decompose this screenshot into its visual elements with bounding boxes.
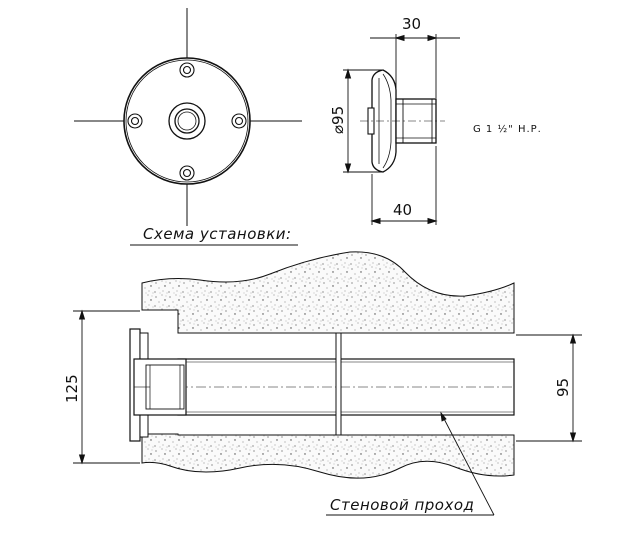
mounting-hole-top	[179, 62, 195, 78]
dim-95-lines	[516, 333, 582, 443]
dim-pipe-height: 95	[554, 378, 572, 397]
mounting-hole-left	[127, 113, 143, 129]
thread-note: G 1 ½" Н.Р.	[473, 123, 542, 135]
install-scheme-caption: Схема установки:	[143, 225, 292, 243]
mounting-holes	[127, 62, 247, 181]
hub-ring	[168, 102, 206, 140]
wall-passage-caption: Стеновой проход	[330, 496, 474, 514]
upper-wall-section	[141, 251, 515, 334]
dim-diameter: ⌀95	[329, 106, 347, 134]
flange-inner-edge	[125, 59, 249, 183]
wall-passage-leader	[326, 411, 495, 516]
dim-bottom-width: 40	[393, 201, 412, 219]
dim-125-lines	[73, 309, 140, 465]
mounting-hole-bottom	[179, 165, 195, 181]
hub-hole-inner	[177, 111, 197, 131]
hub-hole	[174, 108, 200, 134]
side-view	[343, 34, 460, 225]
wall-section	[129, 251, 515, 479]
puddle-flange	[335, 332, 342, 436]
mounting-hole-right	[231, 113, 247, 129]
lower-wall-section	[141, 433, 515, 479]
dim-top-width: 30	[402, 15, 421, 33]
front-view-flange	[74, 8, 302, 226]
dim-wall-height: 125	[63, 374, 81, 403]
